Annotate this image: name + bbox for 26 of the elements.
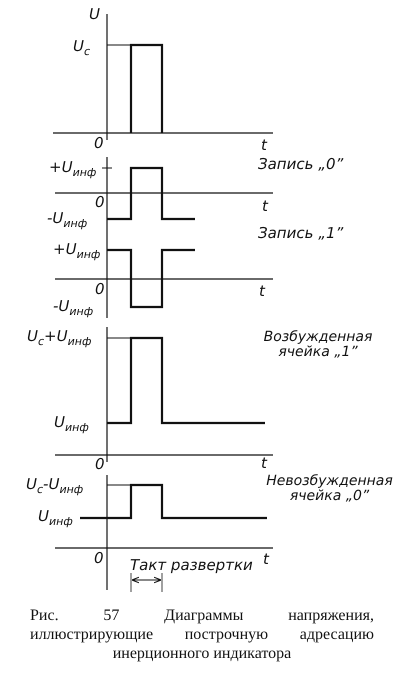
level-label: +U$_{инф}$ xyxy=(53,241,100,262)
axis-label: t xyxy=(262,198,268,214)
signal-label: Невозбужденная ячейка „0” xyxy=(265,474,394,505)
origin-label: 0 xyxy=(95,456,105,472)
level-label: U$_{инф}$ xyxy=(38,508,73,528)
level-label: U$_{инф}$ xyxy=(54,414,89,434)
axis-label: U xyxy=(89,6,100,22)
level-label: -U$_{инф}$ xyxy=(53,298,94,318)
interval-label: Такт развертки xyxy=(130,557,253,574)
axis-label: t xyxy=(263,551,269,568)
level-label: U$_{c}$ xyxy=(73,38,90,58)
level-label: -U$_{инф}$ xyxy=(47,210,88,230)
origin-label: 0 xyxy=(94,135,104,152)
axis-label: t xyxy=(261,455,267,472)
axis-label: t xyxy=(261,137,267,154)
origin-label: 0 xyxy=(94,550,104,566)
level-label: U$_{c}$-U$_{инф}$ xyxy=(26,476,84,496)
signal-label: Возбужденная ячейка „1” xyxy=(262,330,374,361)
axis-label: t xyxy=(259,283,265,300)
level-label: +U$_{инф}$ xyxy=(49,159,96,180)
signal-label: Запись „0” xyxy=(258,156,344,172)
origin-label: 0 xyxy=(95,281,105,298)
signal-label: Запись „1” xyxy=(258,225,344,242)
figure-caption: Рис. 57 Диаграммы напряжения, иллюстрирующие построчную адресацию инерционного индикатора xyxy=(30,606,374,664)
level-label: U$_{c}$+U$_{инф}$ xyxy=(27,328,92,348)
origin-label: 0 xyxy=(95,194,105,210)
